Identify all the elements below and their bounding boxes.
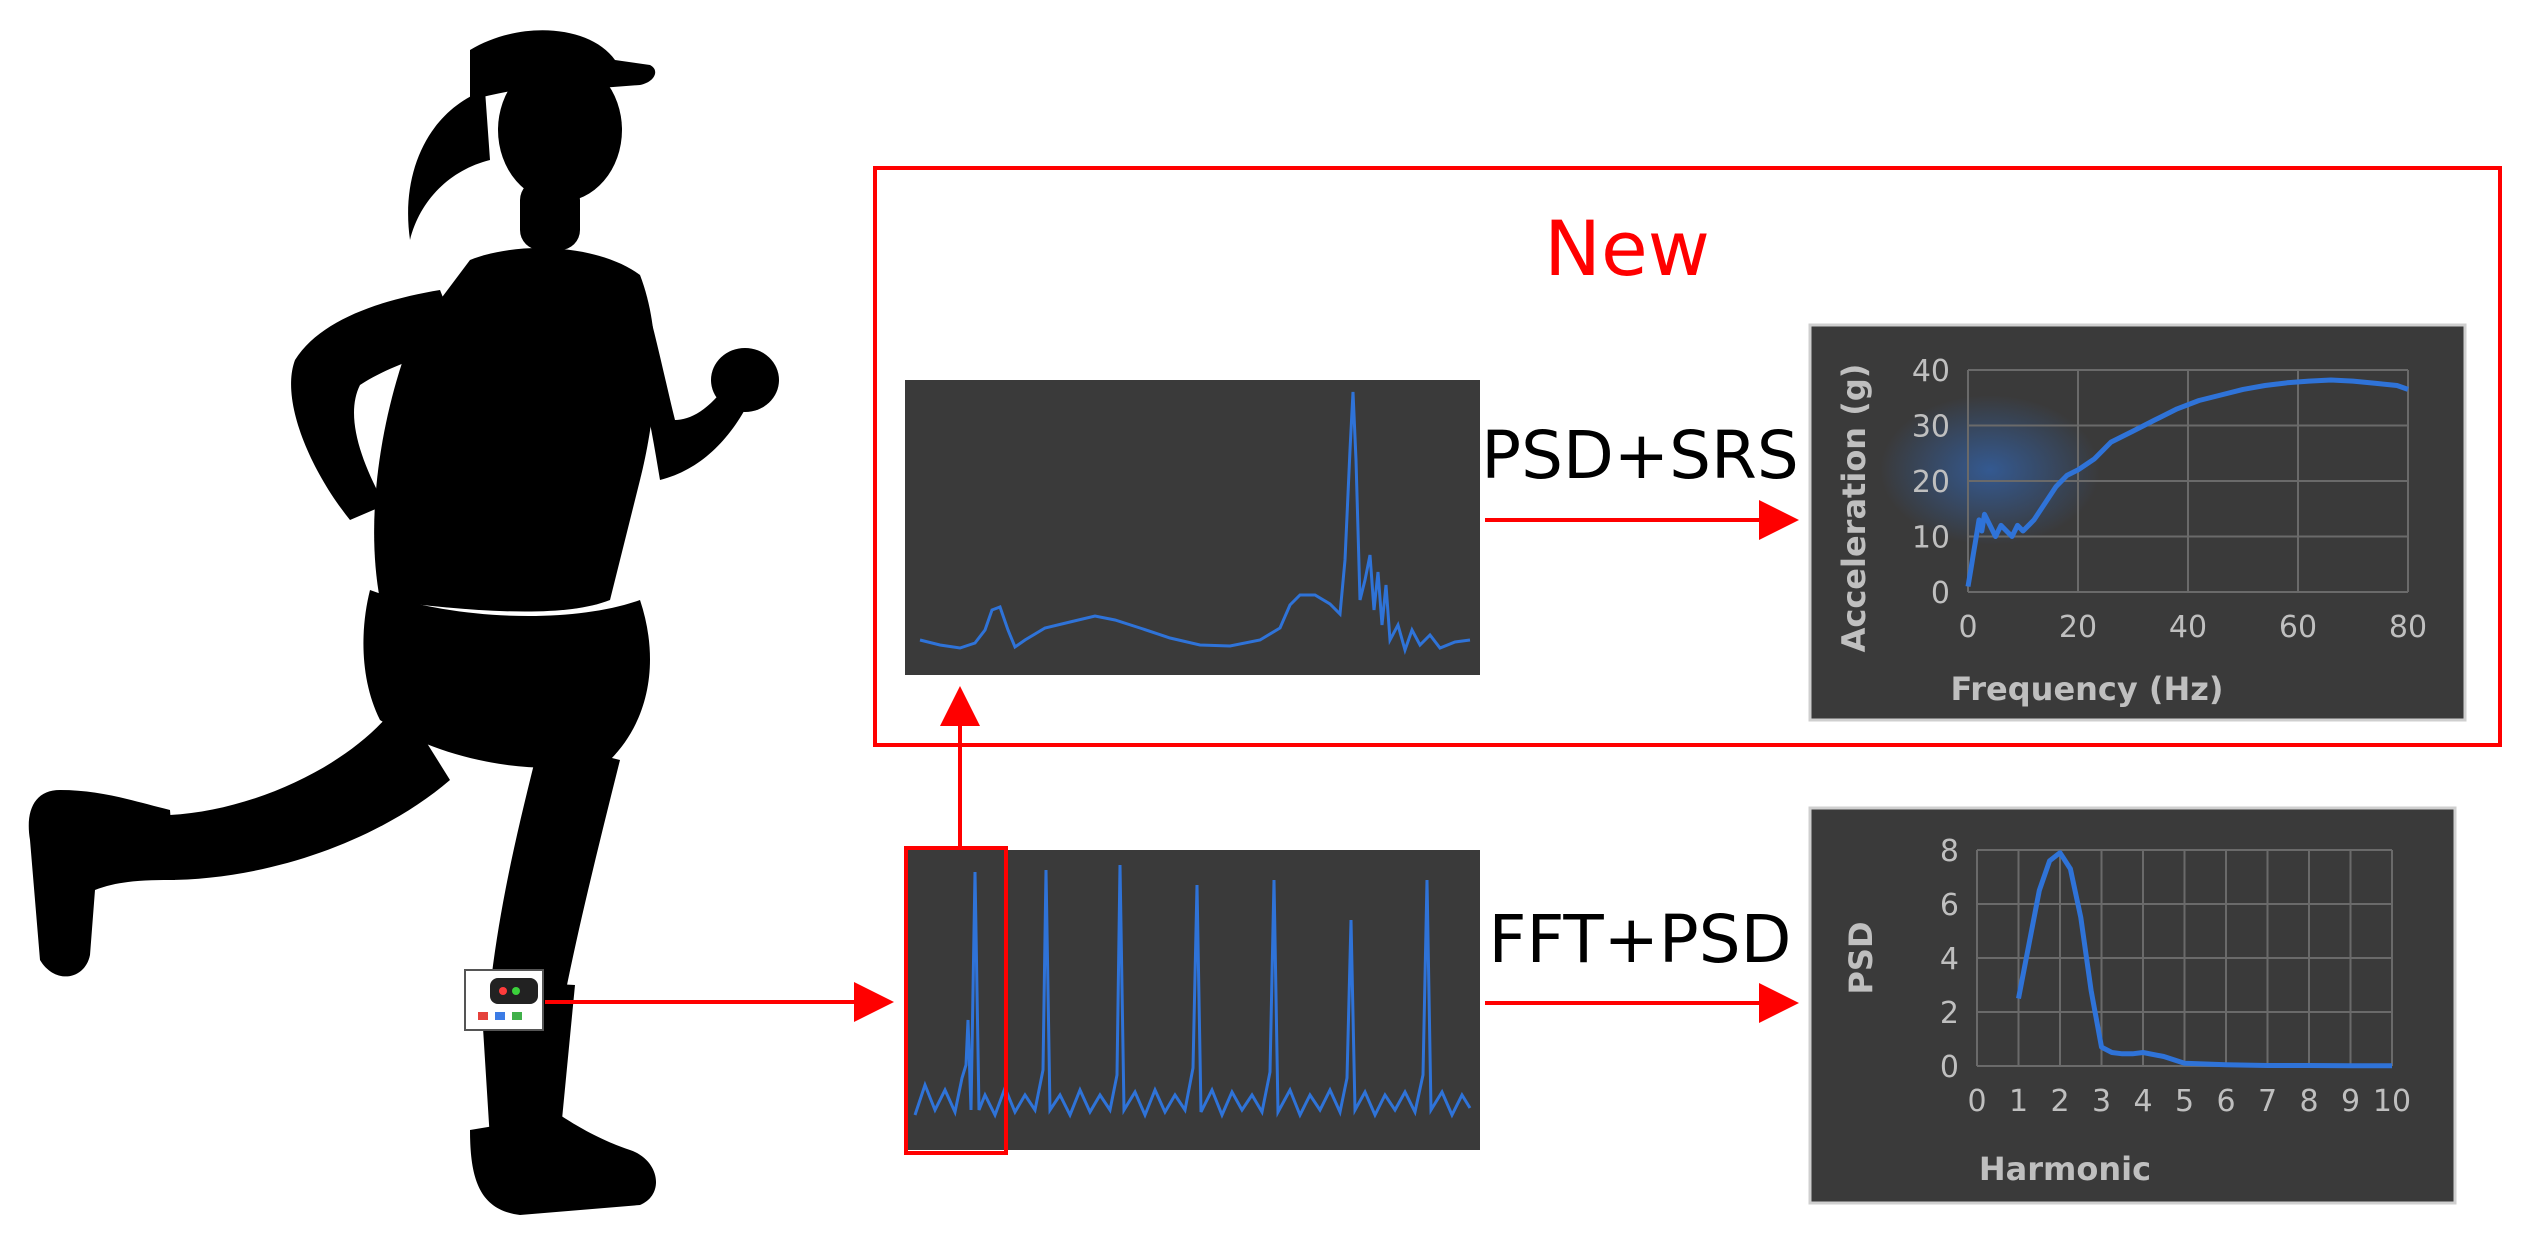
srs-y-tick-label: 20 — [1912, 465, 1950, 500]
harmonic-x-tick-label: 5 — [2175, 1084, 2194, 1119]
srs-x-tick-label: 80 — [2389, 610, 2427, 645]
harmonic-x-tick-label: 3 — [2092, 1084, 2111, 1119]
new-highlight-box — [873, 166, 2502, 747]
harmonic-x-axis-title: Harmonic — [1979, 1150, 2151, 1188]
harmonic-x-tick-label: 9 — [2341, 1084, 2360, 1119]
srs-x-tick-label: 0 — [1958, 610, 1977, 645]
harmonic-x-tick-label: 0 — [1967, 1084, 1986, 1119]
harmonic-x-tick-label: 2 — [2050, 1084, 2069, 1119]
srs-y-tick-label: 0 — [1931, 576, 1950, 611]
harmonic-y-axis-title: PSD — [1842, 921, 1880, 994]
srs-y-axis-title: Acceleration (g) — [1835, 364, 1873, 653]
harmonic-x-tick-label: 4 — [2133, 1084, 2152, 1119]
srs-x-axis-title: Frequency (Hz) — [1950, 670, 2223, 708]
srs-y-tick-label: 30 — [1912, 410, 1950, 445]
harmonic-x-tick-label: 1 — [2009, 1084, 2028, 1119]
zoomed-signal-panel — [905, 380, 1480, 675]
fft-psd-label: FFT+PSD — [1489, 901, 1792, 978]
psd-srs-label: PSD+SRS — [1481, 417, 1798, 494]
harmonic-y-tick-label: 6 — [1940, 888, 1959, 923]
new-label: New — [1544, 204, 1710, 293]
runner-silhouette-icon — [28, 30, 779, 1215]
harmonic-x-tick-label: 7 — [2258, 1084, 2277, 1119]
harmonic-y-tick-label: 4 — [1940, 942, 1959, 977]
srs-chart: 0 20 40 60 80 0 10 20 30 40 Frequency (Hz) Accele… — [1808, 323, 2467, 722]
srs-x-tick-label: 60 — [2279, 610, 2317, 645]
harmonic-x-tick-label: 10 — [2373, 1084, 2411, 1119]
harmonic-y-tick-label: 2 — [1940, 996, 1959, 1031]
srs-y-tick-label: 10 — [1912, 521, 1950, 556]
selection-window[interactable] — [904, 846, 1008, 1155]
harmonic-chart-background — [1808, 806, 2457, 1205]
srs-series-line — [1965, 377, 2409, 587]
srs-y-tick-label: 40 — [1912, 354, 1950, 389]
harmonic-y-tick-label: 0 — [1940, 1050, 1959, 1085]
harmonic-y-tick-label: 8 — [1940, 834, 1959, 869]
zoomed-signal-trace — [919, 391, 1471, 655]
harmonic-series-line — [2016, 850, 2392, 1069]
harmonic-x-tick-label: 6 — [2216, 1084, 2235, 1119]
srs-x-tick-label: 40 — [2169, 610, 2207, 645]
raw-signal-trace — [913, 864, 1472, 1119]
wearable-sensor-icon — [464, 969, 544, 1031]
harmonic-x-tick-label: 8 — [2299, 1084, 2318, 1119]
srs-x-tick-label: 20 — [2059, 610, 2097, 645]
